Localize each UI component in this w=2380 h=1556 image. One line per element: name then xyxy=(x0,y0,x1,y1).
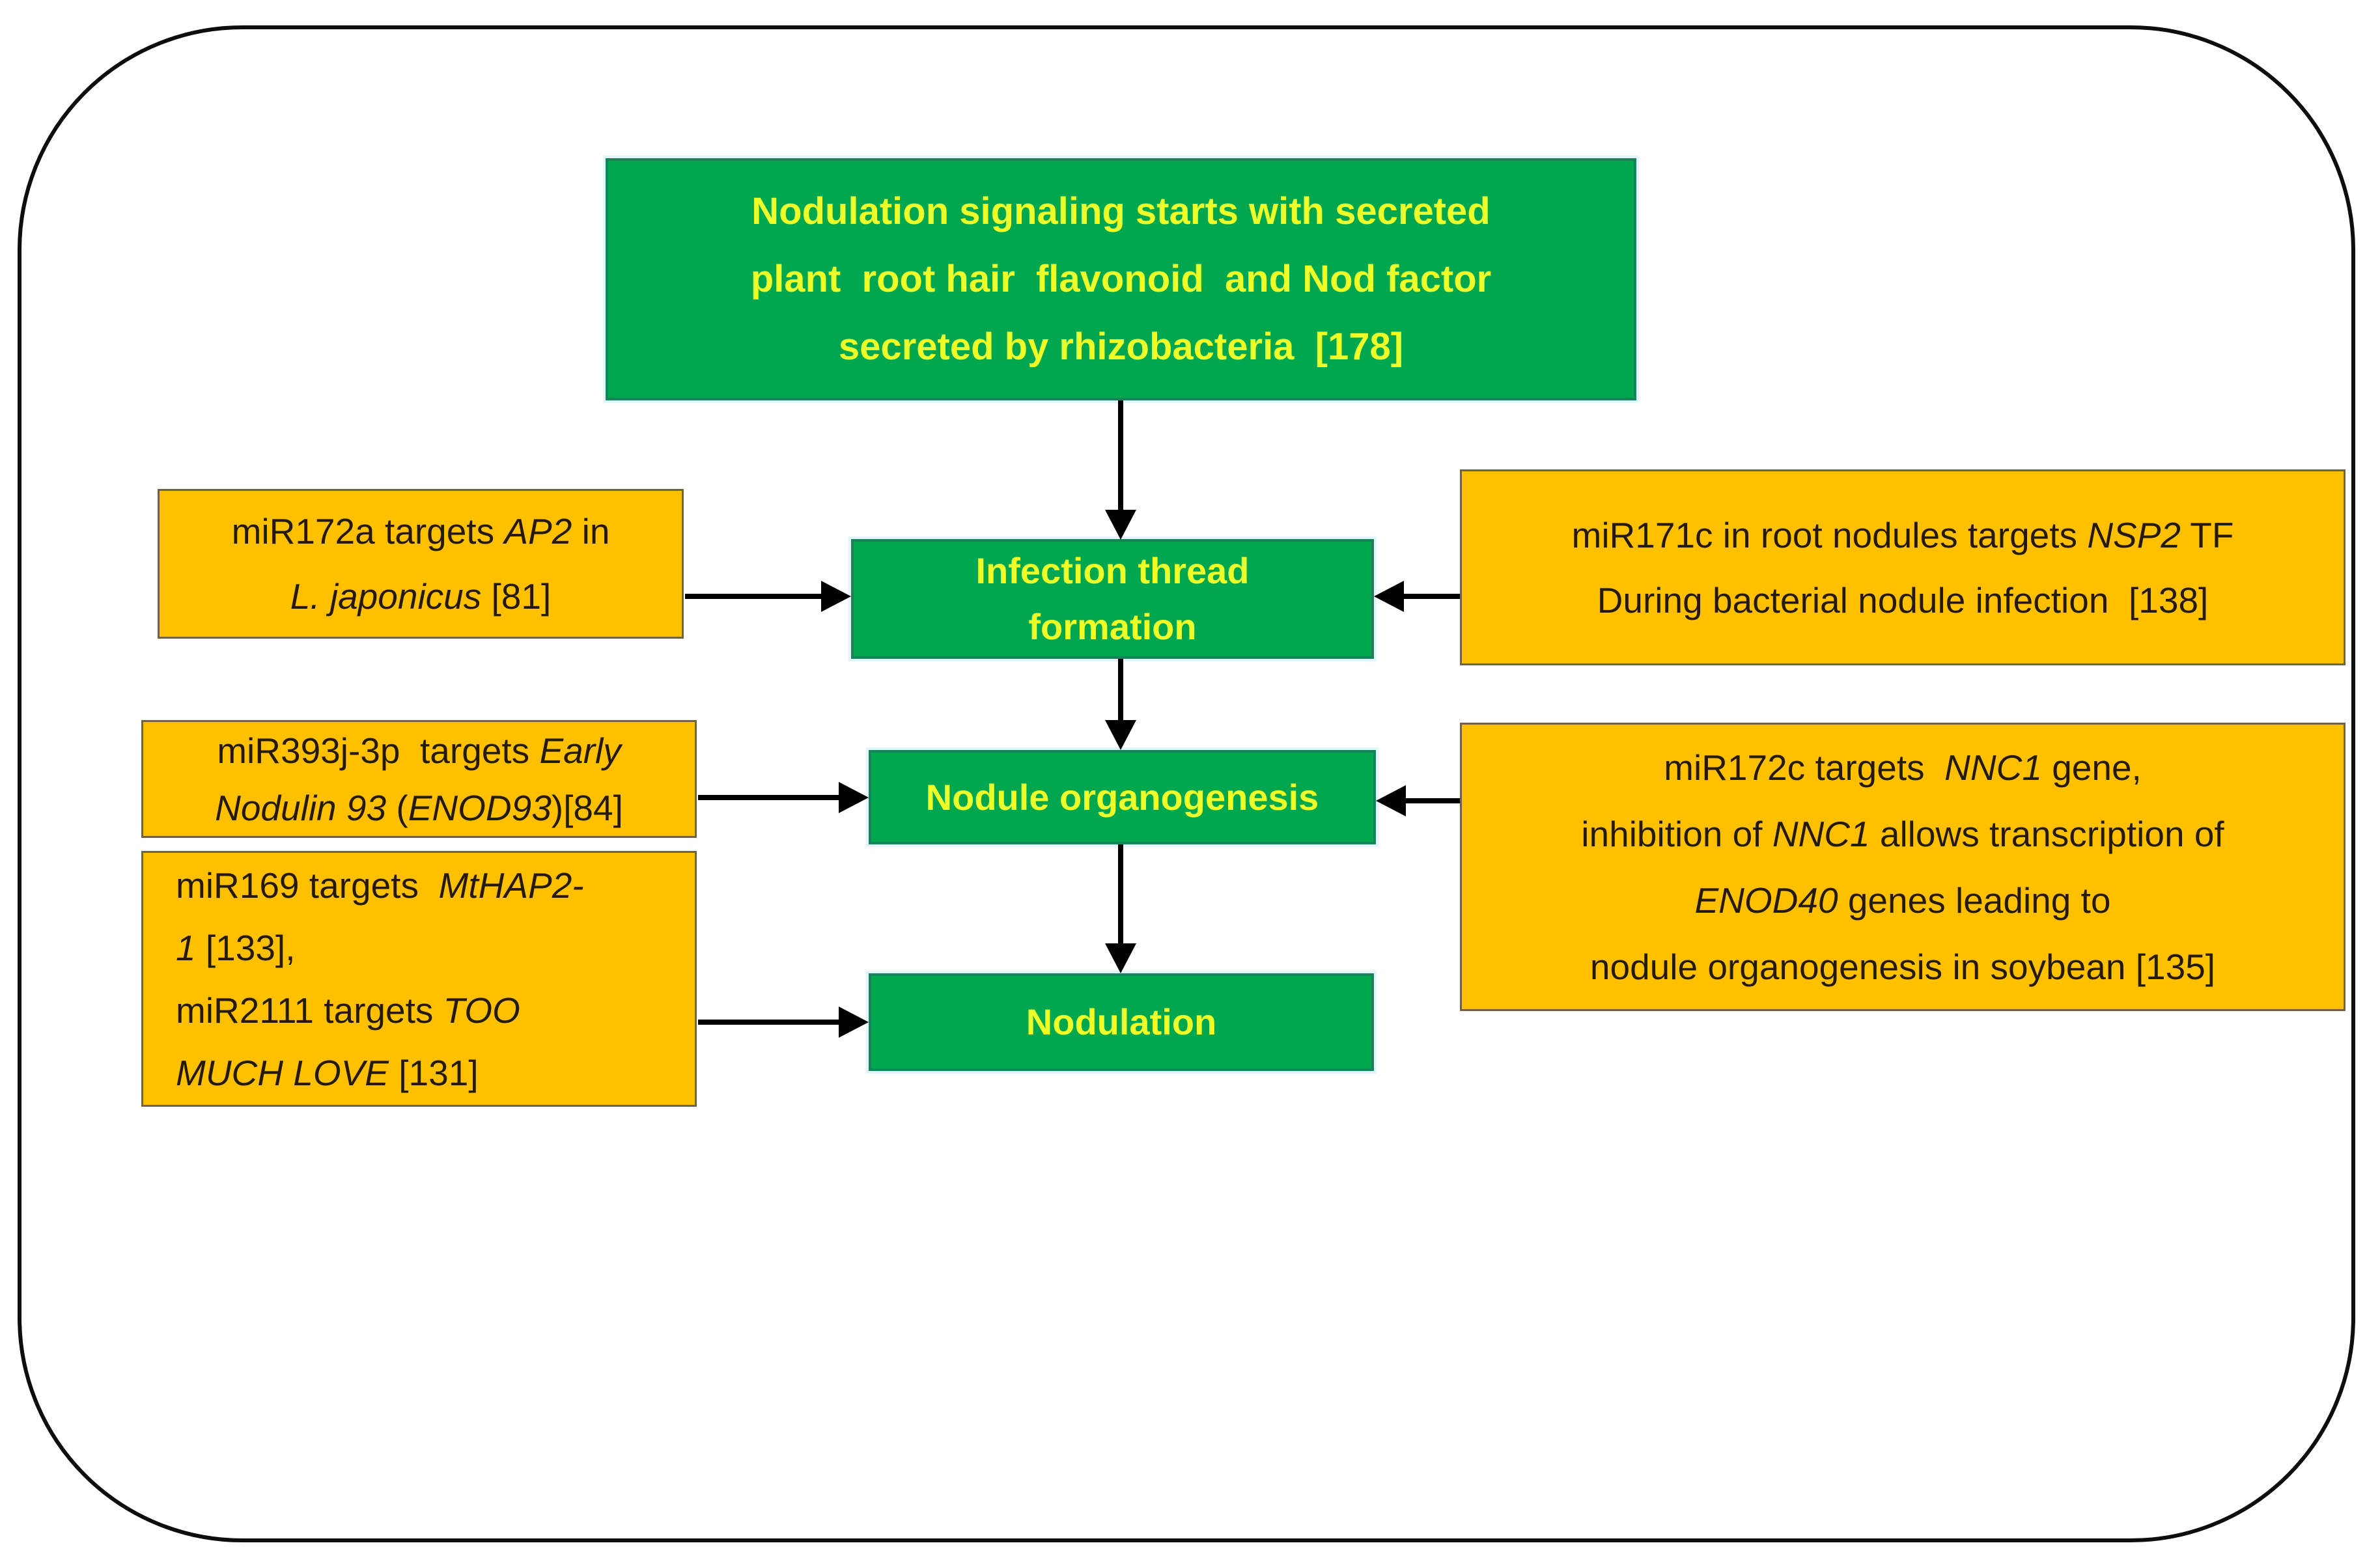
arrow-left3-to-nodulation xyxy=(698,1020,841,1025)
arrowhead-down-icon xyxy=(1105,943,1136,973)
arrow-right1-to-infection xyxy=(1401,594,1460,599)
arrowhead-down-icon xyxy=(1105,720,1136,750)
nodulation-box: Nodulation xyxy=(869,973,1374,1071)
arrowhead-left-icon xyxy=(1376,785,1406,816)
arrowhead-right-icon xyxy=(821,581,851,612)
arrowhead-down-icon xyxy=(1105,510,1136,540)
arrowhead-right-icon xyxy=(839,782,869,813)
arrow-right2-to-organogenesis xyxy=(1403,798,1460,803)
mir169-mir2111-annotation-box: miR169 targets MtHAP2-1 [133],miR2111 ta… xyxy=(141,851,697,1107)
source-signal-box: Nodulation signaling starts with secrete… xyxy=(606,158,1636,400)
arrow-source-to-infection xyxy=(1118,400,1123,512)
arrow-infection-to-organogenesis xyxy=(1118,659,1123,723)
mir172c-annotation-box: miR172c targets NNC1 gene,inhibition of … xyxy=(1460,723,2345,1011)
arrow-left2-to-organogenesis xyxy=(698,795,841,800)
arrow-organogenesis-to-nodulation xyxy=(1118,844,1123,946)
rounded-border-frame xyxy=(18,25,2355,1542)
nodule-organogenesis-box: Nodule organogenesis xyxy=(869,750,1376,844)
arrow-left1-to-infection xyxy=(685,594,823,599)
arrowhead-left-icon xyxy=(1374,581,1404,612)
arrowhead-right-icon xyxy=(839,1007,869,1038)
